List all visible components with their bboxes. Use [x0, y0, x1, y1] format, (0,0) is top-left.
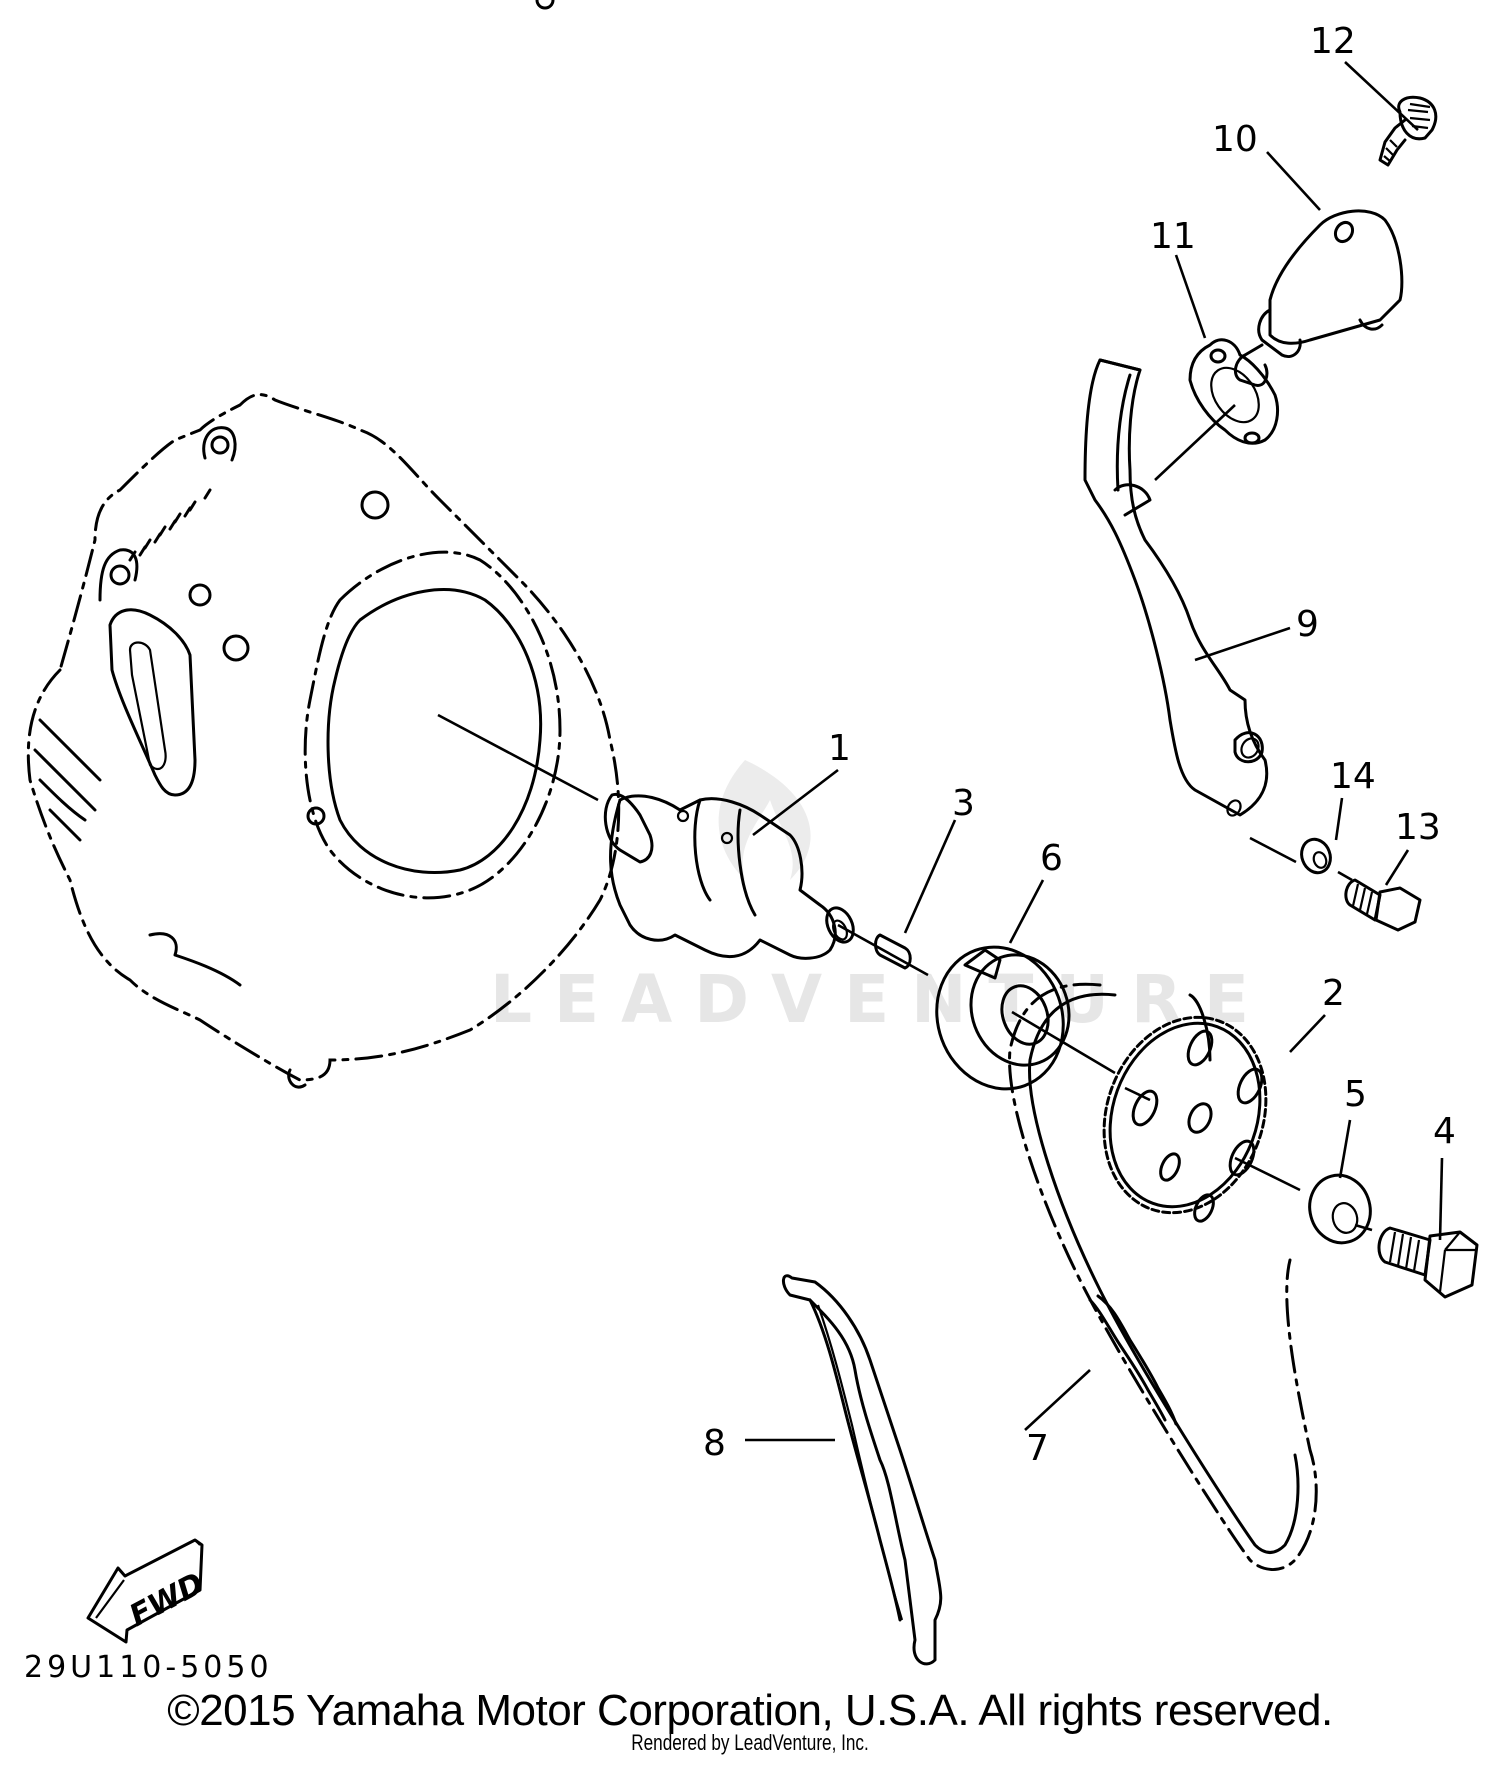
rendered-by-notice: Rendered by LeadVenture, Inc. [631, 1730, 869, 1755]
assembly-line [1174, 254, 1207, 339]
callout-9: 9 [1296, 604, 1319, 645]
assembly-line [1154, 404, 1236, 481]
washer-guide [1300, 837, 1332, 875]
part-code: 29U110-5050 [24, 1650, 273, 1685]
bolt-guide [1344, 878, 1422, 932]
gasket [1188, 338, 1279, 445]
assembly-line [1354, 1223, 1373, 1232]
callout-1: 1 [828, 728, 851, 769]
callout-7: 7 [1026, 1428, 1049, 1469]
chain-guide-exhaust [782, 1274, 943, 1666]
assembly-line [1011, 1010, 1116, 1075]
callout-numbers: 1 2 3 4 5 6 7 8 9 10 11 12 13 14 [703, 21, 1456, 1469]
callout-14: 14 [1330, 756, 1376, 797]
camshaft [603, 792, 855, 960]
fwd-label: FWD [124, 1566, 210, 1634]
assembly-line [1194, 626, 1291, 662]
callout-10: 10 [1212, 119, 1258, 160]
cam-chain [1008, 982, 1318, 1571]
cylinder-head [26, 0, 621, 1089]
callout-6: 6 [1040, 838, 1063, 879]
chain-guide-intake [1083, 358, 1269, 817]
assembly-line [1344, 61, 1419, 131]
assembly-line [437, 713, 599, 802]
callout-3: 3 [952, 783, 975, 824]
assembly-line [1249, 836, 1297, 864]
callout-12: 12 [1310, 21, 1356, 62]
copyright-notice: ©2015 Yamaha Motor Corporation, U.S.A. A… [167, 1686, 1333, 1735]
pin [874, 933, 912, 970]
fwd-arrow: FWD [86, 1538, 210, 1644]
assembly-line [1234, 1156, 1301, 1192]
cam-sprocket [1102, 1015, 1268, 1223]
tensioner [1233, 209, 1404, 387]
bolt-tensioner [1378, 95, 1438, 167]
leadventure-flame-icon [718, 760, 811, 880]
callout-8: 8 [703, 1423, 726, 1464]
callout-11: 11 [1150, 216, 1196, 257]
callout-4: 4 [1433, 1111, 1456, 1152]
callout-5: 5 [1344, 1074, 1367, 1115]
watermark-text: LEADVENTURE [490, 961, 1271, 1038]
callout-leaders [745, 768, 1444, 1442]
assembly-line [837, 923, 929, 977]
bolt [1377, 1226, 1479, 1299]
callout-13: 13 [1395, 807, 1441, 848]
washer [1308, 1173, 1372, 1245]
watermark: LEADVENTURE [490, 760, 1271, 1038]
assembly-line [1124, 1086, 1151, 1102]
assembly-line [1266, 151, 1321, 211]
assembly-line [1337, 870, 1353, 882]
callout-2: 2 [1322, 973, 1345, 1014]
